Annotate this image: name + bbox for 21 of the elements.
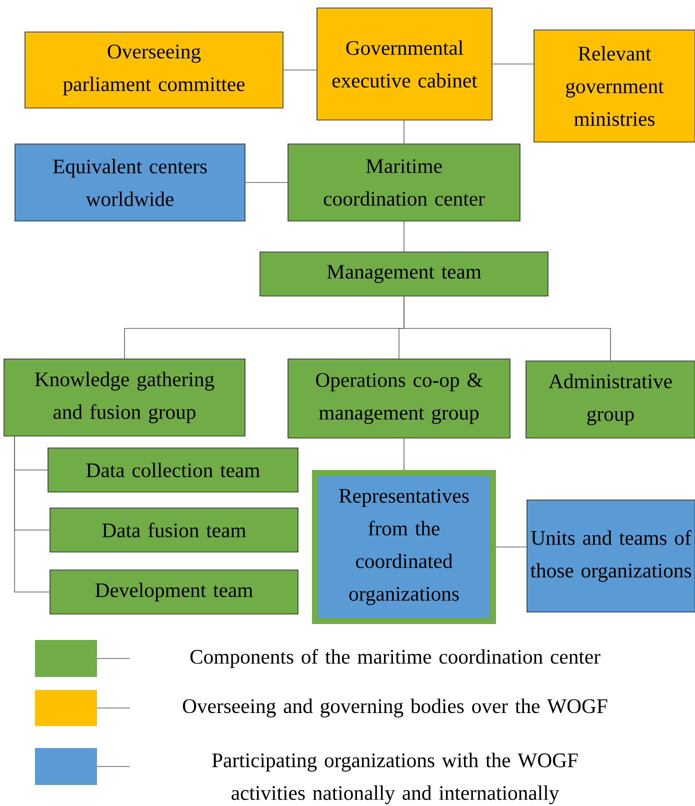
- legend-text: Overseeing and governing bodies over the WOGF: [182, 698, 608, 718]
- participant-box: Units and teams of those organizations: [526, 500, 695, 612]
- connector-line: [496, 546, 527, 548]
- participant-box: Representatives from the coordinated organizations: [312, 470, 496, 624]
- governing-body-box: Governmental executive cabinet: [316, 8, 492, 120]
- legend-text: Components of the maritime coordination center: [190, 649, 600, 668]
- component-box: Development team: [50, 570, 298, 614]
- component-box: Maritime coordination center: [288, 144, 520, 222]
- component-box: Administrative group: [526, 360, 695, 438]
- legend-text: Participating organizations with the WOGF activities nationally and internationally: [212, 752, 578, 804]
- component-box: Management team: [260, 252, 548, 296]
- component-box: Data collection team: [48, 448, 298, 492]
- governing-body-box: Overseeing parliament committee: [24, 32, 284, 108]
- component-box: Operations co-op & management group: [288, 358, 510, 438]
- participant-box: Equivalent centers worldwide: [14, 144, 246, 222]
- connector-line: [14, 436, 50, 592]
- component-box: Knowledge gathering and fusion group: [4, 358, 246, 436]
- connector-line: [245, 182, 288, 183]
- governing-body-box: Relevant government ministries: [534, 30, 695, 142]
- connector-line: [404, 296, 611, 361]
- component-box: Data fusion team: [50, 508, 298, 552]
